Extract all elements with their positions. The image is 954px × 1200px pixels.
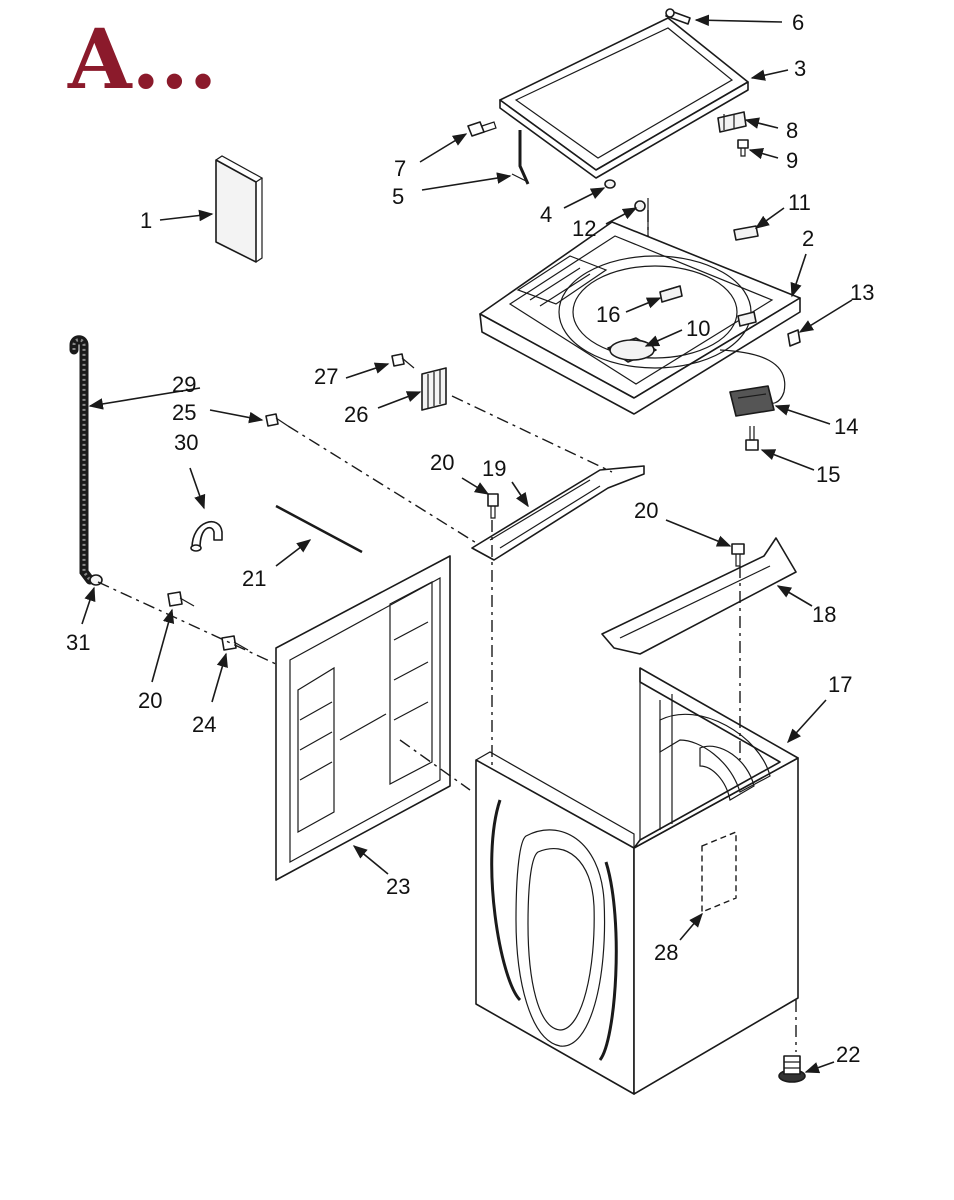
callout-18: 18 [812,602,836,627]
part-2-top-panel [479,221,801,415]
callout-24: 24 [192,712,216,737]
callout-31: 31 [66,630,90,655]
part-21-rod [275,504,363,554]
part-20-screw-upper [487,493,499,519]
callout-5: 5 [392,184,404,209]
callout-2: 2 [802,226,814,251]
callout-9: 9 [786,148,798,173]
callout-25: 25 [172,400,196,425]
callout-13: 13 [850,280,874,305]
callout-8: 8 [786,118,798,143]
part-3-lid [499,17,749,179]
callout-29: 29 [172,372,196,397]
part-5-hinge-bar [511,130,530,185]
callout-23: 23 [386,874,410,899]
callout-20b: 20 [634,498,658,523]
part-19-front-brace [471,465,645,561]
callout-12: 12 [572,216,596,241]
callout-14: 14 [834,414,858,439]
part-4-bumper [604,179,616,189]
callout-labels: 6 3 8 9 7 5 4 1 12 11 2 13 16 10 14 15 2… [66,10,874,1067]
part-20-screw-left [167,591,195,607]
part-20-screw-right [731,543,745,567]
part-29-drain-hose [69,335,95,585]
callout-19: 19 [482,456,506,481]
part-24-screw [221,635,249,651]
part-6-hinge-pin [665,8,691,25]
callout-15: 15 [816,462,840,487]
callout-3: 3 [794,56,806,81]
callout-20a: 20 [430,450,454,475]
part-11-switch-cover [733,225,759,241]
callout-16: 16 [596,302,620,327]
part-17-cabinet [475,667,799,1095]
part-1-manual [215,155,264,263]
part-22-leveling-leg [778,1055,806,1083]
part-14-lid-switch [719,349,786,417]
section-heading: A... [67,12,217,108]
callout-10: 10 [686,316,710,341]
callout-20c: 20 [138,688,162,713]
part-8-lid-hinge [717,111,747,133]
callout-17: 17 [828,672,852,697]
part-26-bracket [421,367,447,411]
callout-11: 11 [788,190,811,215]
callout-1: 1 [140,208,152,233]
part-25-screw [265,413,289,427]
callout-6: 6 [792,10,804,35]
part-7-screw [467,121,497,137]
part-18-rear-brace [601,537,797,655]
alignment-lines [97,210,797,1052]
callout-leaders [81,14,853,1074]
part-27-screw [391,353,415,369]
callout-27: 27 [314,364,338,389]
part-9-screw [737,139,749,157]
part-23-rear-panel [275,555,451,881]
callout-21: 21 [242,566,266,591]
callout-22: 22 [836,1042,860,1067]
callout-28: 28 [654,940,678,965]
callout-7: 7 [394,156,406,181]
part-30-hose-guide [190,521,223,552]
part-16-label [659,285,681,293]
callout-26: 26 [344,402,368,427]
part-15-screw [745,426,759,451]
part-10-agitator-cap [609,339,655,361]
callout-30: 30 [174,430,198,455]
part-13-clip [787,329,801,347]
callout-4: 4 [540,202,552,227]
